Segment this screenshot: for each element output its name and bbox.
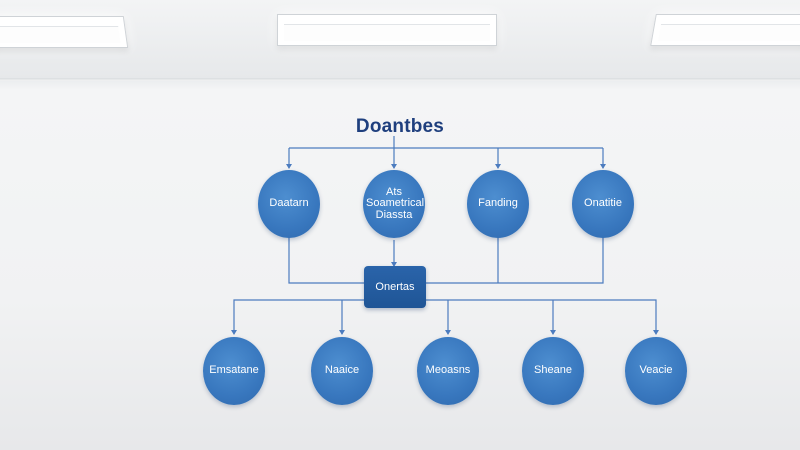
node-label: Emsatane [209, 364, 259, 377]
node-label: Veacie [639, 364, 673, 377]
bottom-bus-right [426, 299, 657, 334]
top-node-4[interactable]: Onatitie [572, 170, 634, 238]
bottom-bus-left [233, 299, 364, 334]
node-label: Fanding [478, 197, 518, 210]
arrow-head [339, 330, 345, 335]
arrow-head [231, 330, 237, 335]
arrow-head [391, 262, 397, 267]
bottom-node-5[interactable]: Veacie [625, 337, 687, 405]
ceiling-edge [0, 78, 800, 81]
node-label: Naaice [324, 364, 360, 377]
riser-line-4 [426, 236, 604, 284]
arrow-head [600, 164, 606, 169]
diagram-title: Doantbes [355, 116, 445, 137]
bottom-node-3[interactable]: Meoasns [417, 337, 479, 405]
node-label: Daatarn [269, 197, 309, 210]
arrow-head [495, 164, 501, 169]
arrow-head [550, 330, 556, 335]
arrow-head [445, 330, 451, 335]
top-node-1[interactable]: Daatarn [258, 170, 320, 238]
center-node[interactable]: Onertas [364, 266, 426, 308]
bottom-node-1[interactable]: Emsatane [203, 337, 265, 405]
arrow-head [286, 164, 292, 169]
ceiling-light-center [277, 14, 497, 46]
node-label: Onatitie [584, 197, 622, 210]
bottom-node-4[interactable]: Sheane [522, 337, 584, 405]
arrow-head [391, 164, 397, 169]
top-node-2[interactable]: Ats Soametrical Diassta [363, 170, 425, 238]
node-label: Sheane [534, 364, 572, 377]
node-label: Ats Soametrical Diassta [366, 185, 425, 221]
node-label: Meoasns [425, 364, 471, 377]
arrow-head [653, 330, 659, 335]
riser-line-1 [288, 236, 364, 284]
center-node-label: Onertas [375, 281, 415, 293]
bottom-node-2[interactable]: Naaice [311, 337, 373, 405]
top-node-3[interactable]: Fanding [467, 170, 529, 238]
